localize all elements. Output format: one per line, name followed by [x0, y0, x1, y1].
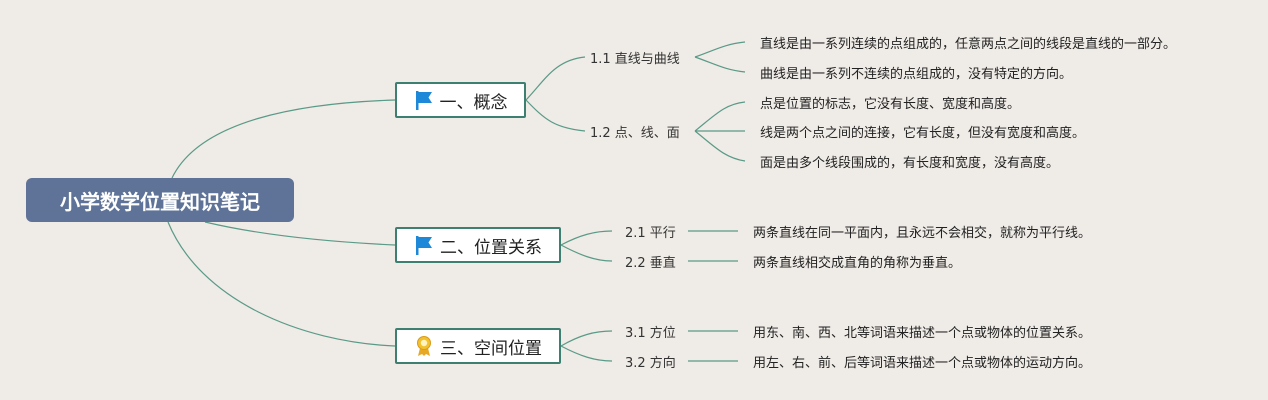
leaf-note[interactable]: 两条直线在同一平面内，且永远不会相交，就称为平行线。 — [753, 226, 1092, 241]
topic-node-concepts[interactable]: 一、概念 — [395, 82, 526, 118]
link-sub-1-1-leaf-2 — [694, 56, 746, 73]
link-sub-1-2-leaf-3 — [694, 130, 746, 162]
link-topic-1-sub-2 — [525, 99, 586, 132]
subtopic-2-2[interactable]: 2.2 垂直 — [625, 256, 676, 271]
link-sub-1-2-leaf-1 — [694, 101, 746, 132]
leaf-note[interactable]: 点是位置的标志，它没有长度、宽度和高度。 — [760, 97, 1021, 112]
subtopic-3-1[interactable]: 3.1 方位 — [625, 326, 676, 341]
link-topic-3-sub-2 — [560, 345, 613, 362]
topic-node-spatial-position[interactable]: 三、空间位置 — [395, 328, 561, 364]
link-topic-2-sub-2 — [560, 244, 613, 262]
topic-label: 一、概念 — [439, 92, 508, 113]
topic-node-position-relations[interactable]: 二、位置关系 — [395, 227, 561, 263]
link-sub-1-1-leaf-1 — [694, 41, 746, 58]
leaf-note[interactable]: 两条直线相交成直角的角称为垂直。 — [753, 256, 962, 271]
subtopic-2-1[interactable]: 2.1 平行 — [625, 226, 676, 241]
leaf-note[interactable]: 直线是由一系列连续的点组成的，任意两点之间的线段是直线的一部分。 — [760, 37, 1177, 52]
leaf-note[interactable]: 线是两个点之间的连接，它有长度，但没有宽度和高度。 — [760, 126, 1086, 141]
link-topic-3-sub-1 — [560, 330, 613, 347]
link-topic-2-sub-1 — [560, 230, 613, 246]
root-node[interactable]: 小学数学位置知识笔记 — [26, 178, 294, 222]
link-root-topic-3 — [167, 221, 396, 347]
leaf-note[interactable]: 用东、南、西、北等词语来描述一个点或物体的位置关系。 — [753, 326, 1092, 341]
topic-label: 三、空间位置 — [440, 338, 542, 359]
subtopic-1-2[interactable]: 1.2 点、线、面 — [590, 126, 680, 141]
leaf-note[interactable]: 用左、右、前、后等词语来描述一个点或物体的运动方向。 — [753, 356, 1092, 371]
blue-flag-icon — [416, 236, 432, 255]
root-label: 小学数学位置知识笔记 — [60, 189, 260, 214]
link-topic-1-sub-1 — [525, 56, 586, 101]
leaf-note[interactable]: 曲线是由一系列不连续的点组成的，没有特定的方向。 — [760, 67, 1073, 82]
blue-flag-icon — [415, 91, 432, 110]
topic-label: 二、位置关系 — [440, 237, 542, 258]
link-root-topic-2 — [204, 221, 396, 246]
award-ribbon-icon — [417, 336, 431, 356]
link-root-topic-1 — [171, 99, 396, 179]
leaf-note[interactable]: 面是由多个线段围成的，有长度和宽度，没有高度。 — [760, 156, 1060, 171]
subtopic-3-2[interactable]: 3.2 方向 — [625, 356, 676, 371]
subtopic-1-1[interactable]: 1.1 直线与曲线 — [590, 52, 680, 67]
